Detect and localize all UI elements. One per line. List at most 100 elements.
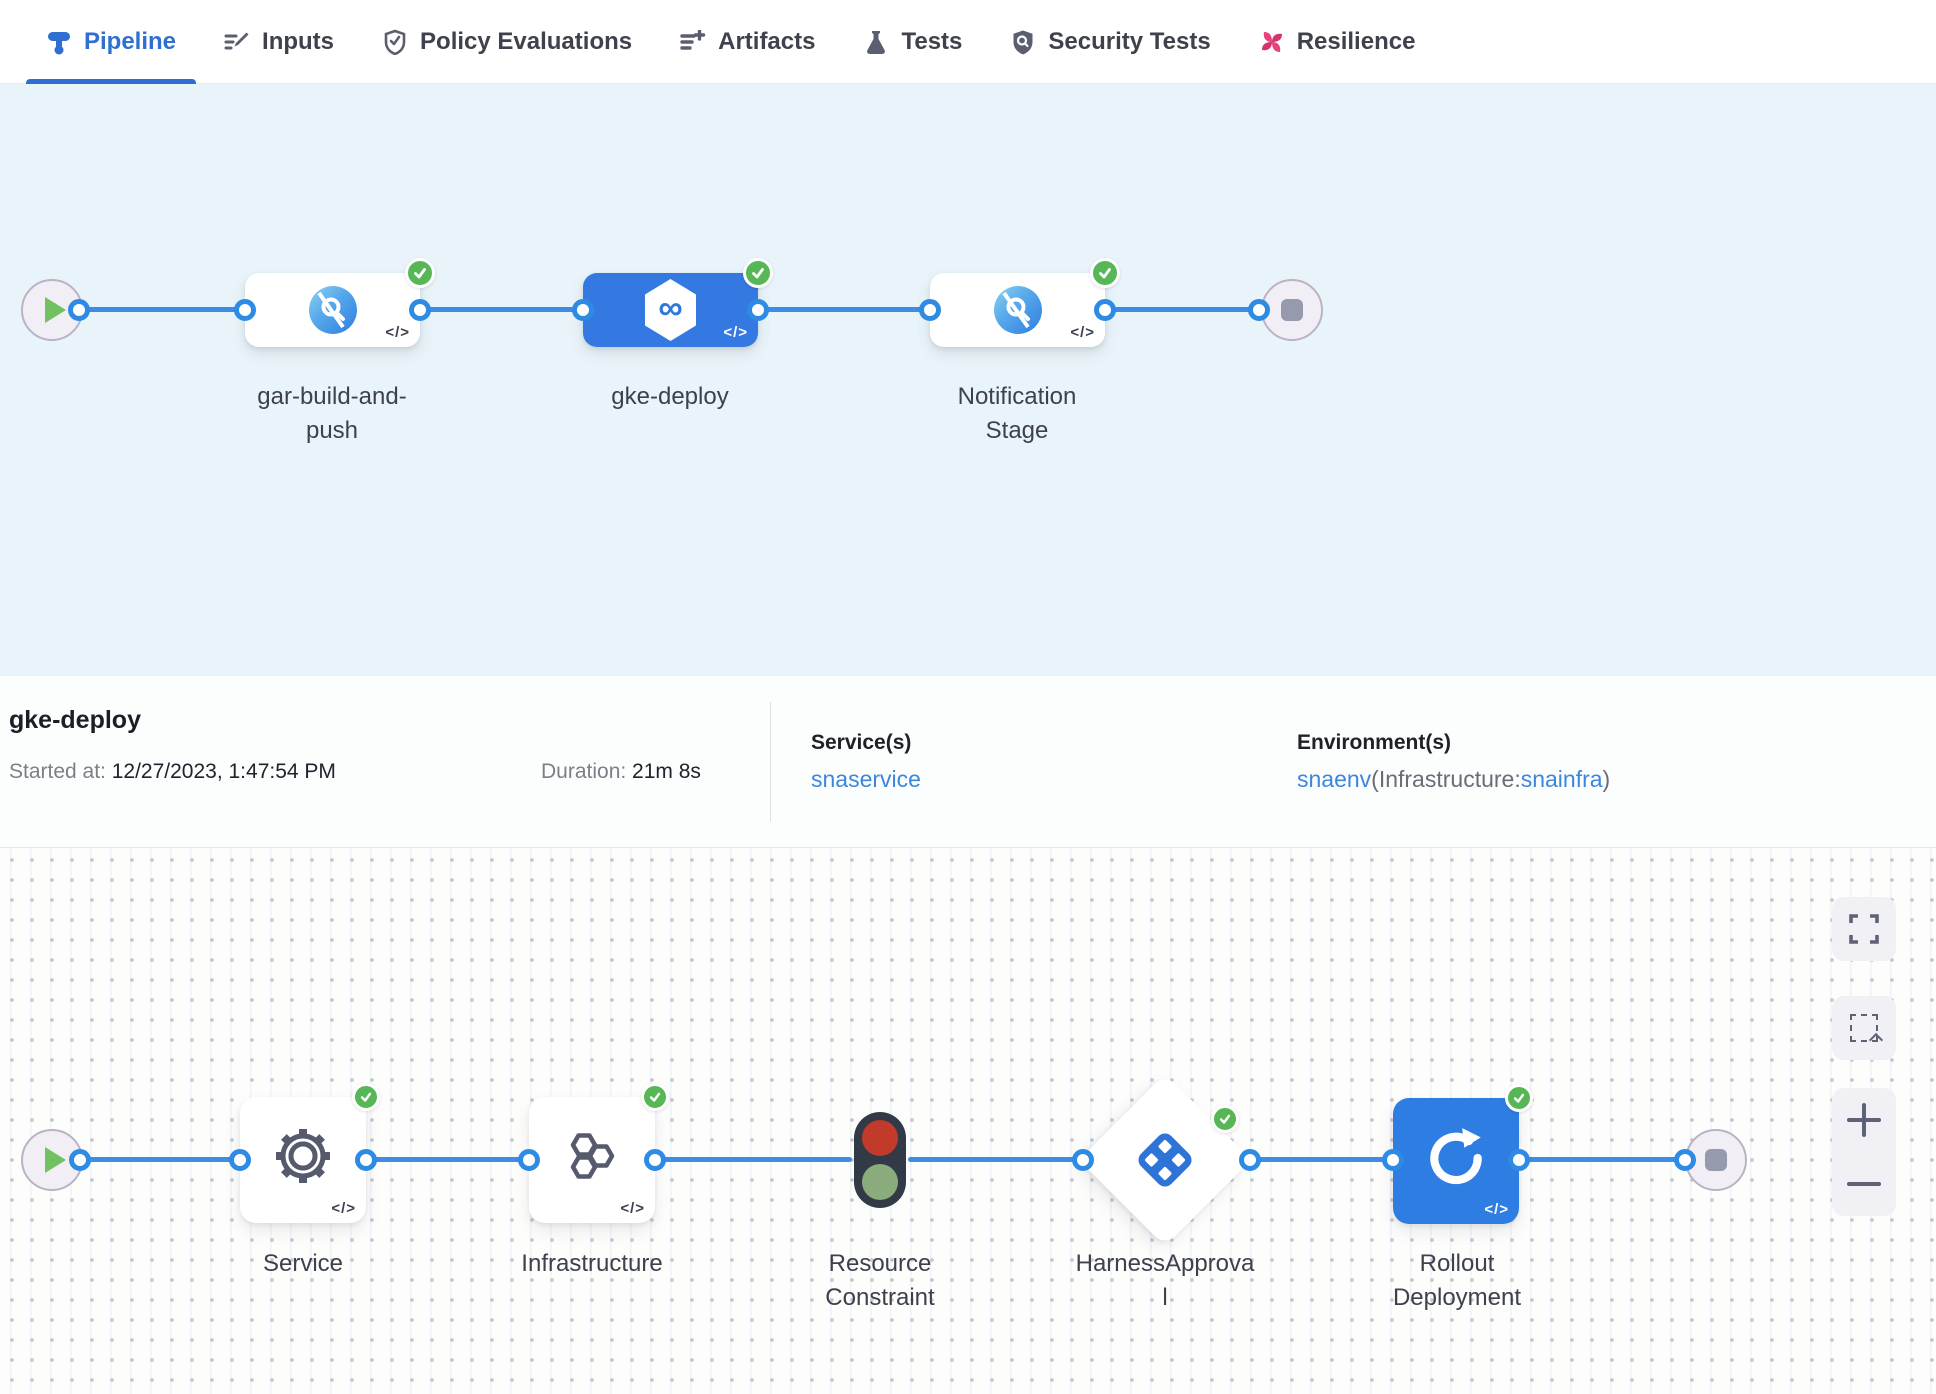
connector-port[interactable] xyxy=(1094,299,1116,321)
step-label[interactable]: Rollout Deployment xyxy=(1392,1250,1522,1311)
edge xyxy=(655,1157,852,1162)
success-badge xyxy=(641,1083,669,1111)
step-label[interactable]: HarnessApproval xyxy=(1075,1250,1255,1311)
connector-port[interactable] xyxy=(68,299,90,321)
step-node-service[interactable]: </> xyxy=(240,1083,380,1223)
stage-label[interactable]: gar-build-and-push xyxy=(257,383,407,444)
marquee-select-button[interactable] xyxy=(1832,996,1896,1060)
step-node-harness-approval[interactable] xyxy=(1078,1073,1252,1247)
edge xyxy=(758,307,930,312)
stop-icon xyxy=(1281,299,1303,321)
tab-security-tests[interactable]: Security Tests xyxy=(986,0,1234,84)
success-badge xyxy=(1090,258,1120,288)
edge xyxy=(908,1157,1083,1162)
edge xyxy=(1105,307,1259,312)
cd-stage-icon: ∞ xyxy=(644,279,697,341)
stage-node-gar-build-and-push[interactable]: </> xyxy=(245,258,435,347)
zoom-out-icon[interactable] xyxy=(1847,1167,1881,1201)
service-link[interactable]: snaservice xyxy=(811,766,921,792)
tab-tests[interactable]: Tests xyxy=(839,0,986,84)
connector-port[interactable] xyxy=(919,299,941,321)
tab-pipeline[interactable]: Pipeline xyxy=(22,0,200,85)
services-label: Service(s) xyxy=(811,731,912,754)
connector-port[interactable] xyxy=(1248,299,1270,321)
code-glyph: </> xyxy=(1070,324,1095,341)
connector-port[interactable] xyxy=(69,1149,91,1171)
execution-graph-canvas[interactable]: </> </> xyxy=(0,848,1936,1394)
step-label[interactable]: Infrastructure xyxy=(521,1250,663,1277)
resilience-chaos-icon xyxy=(1259,29,1285,55)
step-label[interactable]: Service xyxy=(262,1250,344,1277)
tab-resilience[interactable]: Resilience xyxy=(1235,0,1440,84)
tab-bar: Pipeline Inputs Policy Evaluations Artif… xyxy=(0,0,1936,85)
connector-port[interactable] xyxy=(1239,1149,1261,1171)
tab-label: Policy Evaluations xyxy=(420,27,633,55)
tab-artifacts[interactable]: Artifacts xyxy=(656,0,839,84)
edge xyxy=(1250,1157,1393,1162)
step-node-rollout-deployment[interactable]: </> xyxy=(1393,1084,1533,1224)
success-badge xyxy=(1211,1105,1239,1133)
tab-policy-evaluations[interactable]: Policy Evaluations xyxy=(358,0,656,84)
artifacts-list-plus-icon xyxy=(680,29,706,55)
started-at: Started at: 12/27/2023, 1:47:54 PM xyxy=(9,760,336,784)
code-glyph: </> xyxy=(331,1200,356,1217)
connector-port[interactable] xyxy=(1072,1149,1094,1171)
environment-link[interactable]: snaenv(Infrastructure:snainfra) xyxy=(1297,766,1610,793)
tab-label: Resilience xyxy=(1296,27,1416,55)
success-badge xyxy=(1505,1084,1533,1112)
edge xyxy=(79,307,245,312)
connector-port[interactable] xyxy=(572,299,594,321)
env-name[interactable]: snaenv xyxy=(1297,766,1372,792)
code-glyph: </> xyxy=(1484,1201,1509,1218)
success-badge xyxy=(405,258,435,288)
fullscreen-button[interactable] xyxy=(1832,897,1896,961)
started-at-label: Started at: xyxy=(9,760,106,783)
tab-label: Artifacts xyxy=(718,27,816,55)
marquee-select-icon xyxy=(1850,1014,1878,1042)
stage-title: gke-deploy xyxy=(9,706,141,734)
stop-icon xyxy=(1705,1149,1727,1171)
tab-inputs[interactable]: Inputs xyxy=(200,0,358,84)
stage-node-notification-stage[interactable]: </> xyxy=(930,258,1120,347)
connector-port[interactable] xyxy=(409,299,431,321)
env-infra-link[interactable]: snainfra xyxy=(1520,766,1603,792)
connector-port[interactable] xyxy=(518,1149,540,1171)
connector-port[interactable] xyxy=(1674,1149,1696,1171)
play-icon xyxy=(44,297,66,323)
duration-label: Duration: xyxy=(541,760,627,783)
stage-label[interactable]: Notification Stage xyxy=(957,383,1077,444)
connector-port[interactable] xyxy=(234,299,256,321)
ci-stage-icon xyxy=(308,286,357,334)
env-infra-prefix: (Infrastructure: xyxy=(1371,766,1521,792)
connector-port[interactable] xyxy=(229,1149,251,1171)
duration-value: 21m 8s xyxy=(626,760,701,783)
stage-node-gke-deploy[interactable]: ∞ </> xyxy=(583,258,773,347)
tab-label: Tests xyxy=(901,27,963,55)
approval-icon xyxy=(1138,1133,1192,1187)
stage-label[interactable]: gke-deploy xyxy=(611,383,729,410)
tab-label: Inputs xyxy=(262,27,335,55)
connector-port[interactable] xyxy=(355,1149,377,1171)
stage-graph-canvas[interactable]: </> ∞ </> </> gar-build-and-push gke-dep… xyxy=(0,84,1936,676)
step-node-infrastructure[interactable]: </> xyxy=(529,1083,669,1223)
edge xyxy=(80,1157,240,1162)
zoom-control[interactable] xyxy=(1832,1088,1896,1216)
zoom-in-icon[interactable] xyxy=(1847,1103,1881,1137)
connector-port[interactable] xyxy=(644,1149,666,1171)
pipeline-end-node[interactable] xyxy=(1261,279,1323,341)
connector-port[interactable] xyxy=(1382,1149,1404,1171)
security-shield-search-icon xyxy=(1010,29,1036,55)
connector-port[interactable] xyxy=(747,299,769,321)
code-glyph: </> xyxy=(723,324,748,341)
edge xyxy=(1519,1157,1685,1162)
hexagons-icon xyxy=(570,1133,615,1179)
step-label[interactable]: Resource Constraint xyxy=(825,1250,935,1311)
tab-label: Pipeline xyxy=(84,27,177,55)
success-badge xyxy=(743,258,773,288)
environments-label: Environment(s) xyxy=(1297,731,1452,754)
divider xyxy=(770,702,771,822)
step-node-resource-constraint[interactable] xyxy=(854,1112,906,1208)
connector-port[interactable] xyxy=(1508,1149,1530,1171)
gear-icon xyxy=(276,1129,330,1183)
duration: Duration: 21m 8s xyxy=(541,760,701,784)
